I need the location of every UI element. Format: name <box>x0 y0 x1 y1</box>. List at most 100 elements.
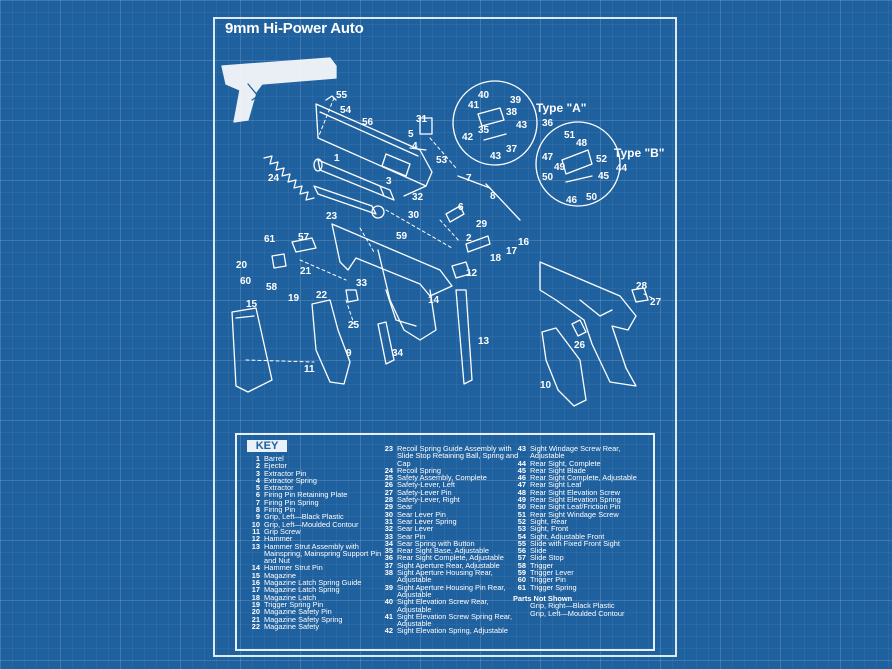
callout-38: 38 <box>506 107 518 118</box>
key-entry-number: 14 <box>251 563 260 573</box>
key-entry-number: 36 <box>384 553 393 563</box>
key-entry-number: 53 <box>517 524 526 534</box>
callout-36: 36 <box>542 118 554 129</box>
callout-28: 28 <box>636 281 648 292</box>
key-entry-label: Firing Pin <box>264 505 296 515</box>
callout-49: 49 <box>554 162 566 173</box>
key-entry: 31 Sear Lever Spring <box>380 516 520 526</box>
key-entry-number: 23 <box>384 444 393 453</box>
key-entry-label: Sight Aperture Rear, Adjustable <box>397 560 500 570</box>
key-entry-number: 25 <box>384 473 393 483</box>
key-entry-number: 51 <box>517 509 526 519</box>
callout-32: 32 <box>412 192 424 203</box>
key-column-2: 23 Recoil Spring Guide Assembly with Slid… <box>380 445 520 635</box>
callout-31a: 31 <box>416 114 428 125</box>
callout-41: 41 <box>468 100 480 111</box>
key-entry-label: Recoil Spring <box>397 465 441 475</box>
key-entry-number: 1 <box>255 454 260 463</box>
callout-51: 51 <box>564 130 576 141</box>
key-entry-number: 41 <box>384 611 393 621</box>
key-entry-number: 56 <box>517 546 526 556</box>
key-entry-label: Rear Sight Elevation Screw <box>530 487 620 497</box>
key-entry-number: 33 <box>384 531 393 541</box>
callout-1: 1 <box>334 153 340 164</box>
key-entry-number: 15 <box>251 570 260 580</box>
key-entry-label: Extractor Spring <box>264 475 317 485</box>
key-entry-label: Rear Sight Leaf/Friction Pin <box>530 502 621 512</box>
key-entry-number: 40 <box>384 597 393 607</box>
barrel-part <box>313 158 395 201</box>
key-entry-number: 4 <box>255 475 260 485</box>
key-entry: 33 Sear Pin <box>380 531 520 541</box>
key-entry-label: Rear Sight Elevation Spring <box>530 495 621 505</box>
callout-55: 55 <box>336 90 348 101</box>
key-entry: 41 Sight Elevation Screw Spring Rear, Adj… <box>380 613 520 628</box>
key-entry-number: 3 <box>255 468 260 478</box>
callout-35: 35 <box>478 125 490 136</box>
callout-3: 3 <box>386 176 392 187</box>
key-entry-number: 57 <box>517 553 526 563</box>
key-entry-label: Slide Stop <box>530 553 564 563</box>
key-entry-number: 58 <box>517 560 526 570</box>
callout-47: 47 <box>542 152 554 163</box>
frame-part <box>331 223 453 341</box>
key-entry-number: 61 <box>517 582 526 592</box>
key-entry-label: Magazine Safety Pin <box>264 607 332 617</box>
key-entry-number: 5 <box>255 483 260 493</box>
key-entry-number: 39 <box>384 582 393 592</box>
key-entry-number: 52 <box>517 516 526 526</box>
key-entry-label: Trigger Pin <box>530 575 566 585</box>
diagram-frame <box>213 17 677 657</box>
key-entry-number: 7 <box>255 497 260 507</box>
key-entry-number: 60 <box>517 575 526 585</box>
key-entry-number: 32 <box>384 524 393 534</box>
callout-23: 23 <box>326 211 338 222</box>
callout-60: 60 <box>240 276 252 287</box>
key-entry-number: 26 <box>384 480 393 490</box>
parts-not-shown-heading: Parts Not Shown <box>513 593 573 603</box>
key-entry-number: 38 <box>384 568 393 578</box>
callout-labels: 55 54 56 31 5 4 53 1 3 7 8 24 32 30 6 29… <box>236 90 665 391</box>
key-entry-label: Recoil Spring Guide Assembly with Slide … <box>397 444 519 468</box>
key-entry-number: 31 <box>384 516 393 526</box>
key-heading: KEY <box>247 440 287 452</box>
key-entry-label: Sear Pin <box>397 531 426 541</box>
key-entry-label: Sear Lever <box>397 524 434 534</box>
key-entry-number: 28 <box>384 495 393 505</box>
key-entry-label: Grip, Left—Moulded Contour <box>264 519 359 529</box>
key-entry-number: 43 <box>517 444 526 453</box>
key-entry-label: Rear Sight Leaf <box>530 480 582 490</box>
key-entry-number: 8 <box>255 505 260 515</box>
key-entry-label: Sear Lever Spring <box>397 516 457 526</box>
key-entry-label: Sight Aperture Housing Rear, Adjustable <box>397 568 493 585</box>
key-entry-label: Sight Elevation Screw Spring Rear, Adjus… <box>397 611 513 629</box>
recoil-spring-part <box>263 155 315 201</box>
key-entry: 8 Firing Pin <box>247 505 387 515</box>
key-entry-number: 11 <box>252 526 260 536</box>
parts-not-shown-item: Grip, Left—Moulded Contour <box>530 608 625 618</box>
key-entry-number: 13 <box>251 541 260 551</box>
callout-25: 25 <box>348 320 360 331</box>
parts-key-box <box>235 433 655 651</box>
key-entry-label: Magazine Safety <box>264 621 320 631</box>
callout-5: 5 <box>408 129 414 140</box>
key-entry-number: 42 <box>384 626 393 636</box>
magazine-part <box>231 307 273 393</box>
callout-58: 58 <box>266 282 278 293</box>
key-entry-label: Slide with Fixed Front Sight <box>530 538 620 548</box>
